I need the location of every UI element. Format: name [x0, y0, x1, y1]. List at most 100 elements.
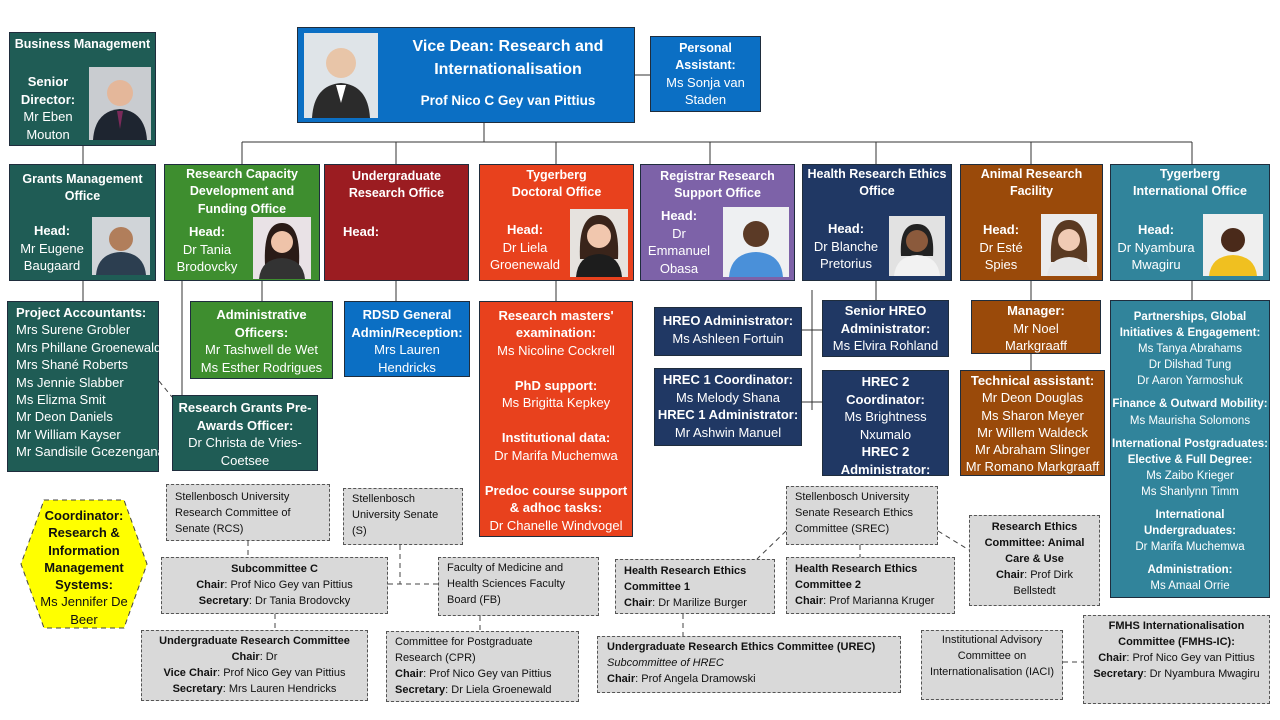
senior-hreo-name: Ms Elvira Rohland	[832, 338, 939, 354]
is-name: Ms Zaibo Krieger	[1146, 469, 1234, 482]
is-title: Finance & Outward Mobility:	[1112, 398, 1268, 411]
hrec1-staff-box: HREC 1 Coordinator: Ms Melody Shana HREC…	[654, 368, 802, 446]
ugrc-sec: : Mrs Lauren Hendricks	[222, 682, 337, 695]
is-name: Ms Maurisha Solomons	[1129, 414, 1251, 427]
is-title: International Undergraduates:	[1143, 509, 1237, 538]
ugrc-sec-label: Secretary	[172, 682, 223, 695]
subc-chair: : Prof Nico Gey van Pittius	[224, 578, 353, 591]
urec-box: Undergraduate Research Ethics Committee …	[597, 636, 901, 693]
hrec2c-chair: : Prof Marianna Kruger	[823, 594, 935, 607]
fmhs-ic-sec: : Dr Nyambura Mwagiru	[1143, 667, 1260, 680]
personal-assistant-box: Personal Assistant: Ms Sonja van Staden	[650, 36, 761, 112]
research-capacity-box: Research Capacity Development and Fundin…	[164, 164, 320, 281]
eo-photo	[889, 216, 945, 276]
vice-dean-title: Vice Dean: Research and Internationalisa…	[412, 38, 604, 79]
bm-photo	[89, 67, 151, 140]
hrec2c-chair-label: Chair	[795, 594, 824, 607]
vice-dean-box: Vice Dean: Research and Internationalisa…	[297, 27, 635, 123]
accountant-name: Mr Sandisile Gcezengana	[16, 444, 165, 460]
hrec1c-chair: : Dr Marilize Burger	[652, 596, 747, 609]
animal-facility-box: Animal Research Facility Head: Dr Esté S…	[960, 164, 1103, 281]
eo-head-label: Head:	[827, 221, 865, 236]
ao-name: Ms Esther Rodrigues	[200, 359, 323, 375]
subc-chair-label: Chair	[196, 578, 225, 591]
bm-role: Senior Director:	[20, 74, 76, 107]
rc-head-name: Dr Tania Brodovcky	[176, 241, 238, 275]
manager-name: Mr Noel Markgraaff	[1005, 320, 1067, 354]
business-management-box: Business Management Senior Director: Mr …	[9, 32, 156, 146]
is-name: Dr Dilshad Tung	[1148, 359, 1232, 372]
ug-title: Undergraduate Research Office	[348, 169, 445, 200]
accountant-name: Mrs Shané Roberts	[16, 357, 128, 373]
ugrc-chair: : Dr	[259, 650, 278, 663]
ds-name: Ms Brigitta Kepkey	[501, 395, 611, 411]
hrec2-coord-title: HREC 2 Coordinator:	[846, 374, 925, 407]
eo-head-name: Dr Blanche Pretorius	[813, 238, 879, 272]
rdsd-title: RDSD General Admin/Reception:	[351, 307, 463, 340]
bm-title: Business Management	[14, 37, 151, 51]
rc-title: Research Capacity Development and Fundin…	[186, 167, 298, 216]
ta-name: Mr Willem Waldeck	[977, 424, 1088, 440]
cpr-sec: : Dr Liela Groenewald	[445, 683, 552, 696]
ethics-office-box: Health Research Ethics Office Head: Dr B…	[802, 164, 952, 281]
reg-title: Registrar Research Support Office	[660, 169, 775, 200]
ugrc-vice: : Prof Nico Gey van Pittius	[217, 666, 346, 679]
ds-title: Predoc course support & adhoc tasks:	[484, 482, 628, 516]
grants-head-label: Head:	[33, 223, 71, 238]
arf-head-label: Head:	[982, 222, 1020, 237]
reg-photo	[723, 207, 789, 277]
reg-head-name: Dr Emmanuel Obasa	[647, 225, 711, 276]
accountant-name: Mr Deon Daniels	[16, 409, 113, 425]
is-title: Partnerships, Global Initiatives & Engag…	[1119, 311, 1261, 340]
hrec1c-title: Health Research Ethics Committee 1	[624, 565, 747, 593]
grants-office-box: Grants Management Office Head: Mr Eugene…	[9, 164, 156, 281]
doctoral-staff-box: Research masters' examination: Ms Nicoli…	[479, 301, 633, 537]
fb-text: Faculty of Medicine and Health Sciences …	[447, 562, 565, 606]
rcs-text: Stellenbosch University Research Committ…	[175, 491, 291, 535]
accountant-name: Ms Jennie Slabber	[16, 374, 124, 390]
rc-head-label: Head:	[188, 224, 226, 239]
arf-head-name: Dr Esté Spies	[979, 239, 1023, 273]
grants-photo	[92, 217, 150, 275]
cpr-chair-label: Chair	[395, 667, 424, 680]
is-name: Dr Marifa Muchemwa	[1135, 541, 1245, 554]
senate-box: Stellenbosch University Senate (S)	[343, 488, 463, 545]
manager-box: Manager: Mr Noel Markgraaff	[971, 300, 1101, 354]
ao-title: Administrative Officers:	[216, 307, 307, 340]
cpr-title: Committee for Postgraduate Research (CPR…	[395, 636, 533, 664]
do-head-name: Dr Liela Groenewald	[489, 239, 561, 273]
rc-photo	[253, 217, 311, 279]
iaci-box: Institutional Advisory Committee on Inte…	[921, 630, 1063, 700]
urec-chair: : Prof Angela Dramowski	[635, 672, 756, 685]
cpr-chair: : Prof Nico Gey van Pittius	[423, 667, 552, 680]
tech-assistant-box: Technical assistant: Mr Deon Douglas Ms …	[960, 370, 1105, 476]
undergrad-office-box: Undergraduate Research Office Head:	[324, 164, 469, 281]
cpr-box: Committee for Postgraduate Research (CPR…	[386, 631, 579, 702]
pre-awards-title: Research Grants Pre-Awards Officer:	[178, 400, 312, 433]
ugrc-title: Undergraduate Research Committee	[159, 635, 350, 647]
coordinator-hexagon	[20, 499, 148, 629]
ugrc-vice-label: Vice Chair	[163, 666, 218, 679]
eo-title: Health Research Ethics Office	[807, 167, 947, 198]
ae-chair-label: Chair	[995, 568, 1025, 581]
registrar-box: Registrar Research Support Office Head: …	[640, 164, 795, 281]
iaci-text: Institutional Advisory Committee on Inte…	[929, 634, 1055, 678]
hrec1-admin-name: Mr Ashwin Manuel	[674, 424, 782, 440]
ugrc-box: Undergraduate Research Committee Chair: …	[141, 630, 368, 701]
hrec1-committee-box: Health Research Ethics Committee 1 Chair…	[615, 559, 775, 614]
is-name: Dr Aaron Yarmoshuk	[1137, 375, 1243, 388]
project-accountants-box: Project Accountants: Mrs Surene Grobler …	[7, 301, 165, 472]
subc-sec-label: Secretary	[198, 594, 249, 607]
admin-officers-box: Administrative Officers: Mr Tashwell de …	[190, 301, 333, 379]
ta-name: Mr Abraham Slinger	[975, 442, 1090, 458]
manager-title: Manager:	[1007, 303, 1065, 318]
io-head-label: Head:	[1137, 222, 1175, 237]
subcommittee-c-box: Subcommittee C Chair: Prof Nico Gey van …	[161, 557, 388, 614]
grants-head-name: Mr Eugene Baugaard	[20, 240, 84, 274]
do-photo	[570, 209, 628, 277]
senate-text: Stellenbosch University Senate (S)	[352, 493, 439, 537]
ds-title: Research masters' examination:	[498, 308, 614, 341]
ds-name: Ms Nicoline Cockrell	[497, 342, 615, 358]
senior-hreo-box: Senior HREO Administrator: Ms Elvira Roh…	[822, 300, 949, 357]
